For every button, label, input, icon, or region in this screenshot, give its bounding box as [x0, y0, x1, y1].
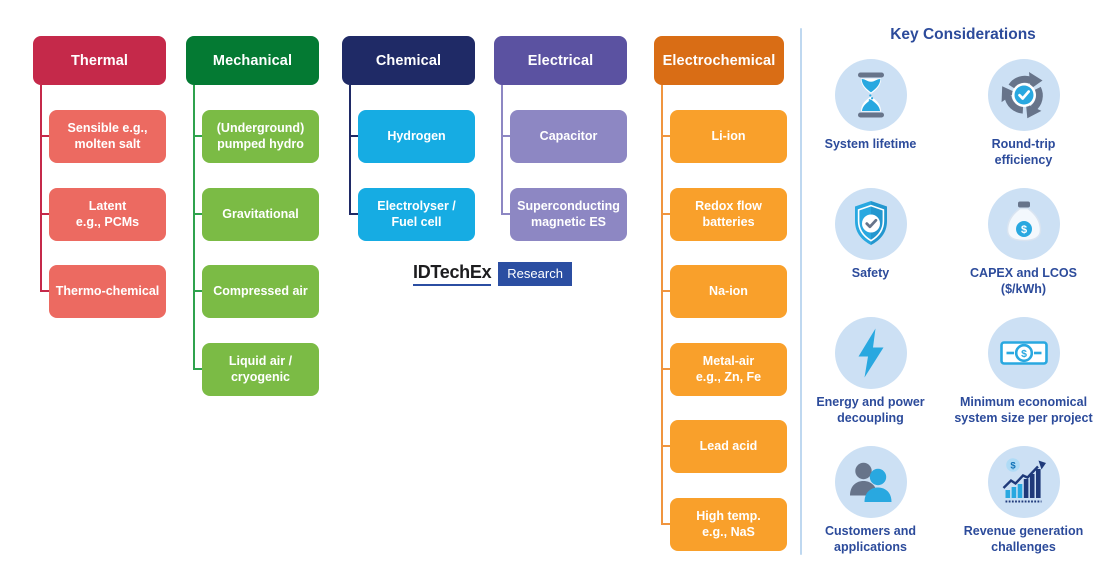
connector-stub [349, 213, 359, 215]
connector-stub [661, 368, 671, 370]
connector-line [501, 85, 503, 215]
consideration-label: CAPEX and LCOS ($/kWh) [970, 266, 1077, 296]
logo-research-badge: Research [498, 262, 572, 286]
subcategory-box: Superconducting magnetic ES [510, 188, 627, 241]
connector-stub [193, 368, 203, 370]
connector-line [193, 85, 195, 370]
consideration-customers-applications: Customers and applications [794, 446, 947, 573]
consideration-label: Customers and applications [825, 524, 916, 554]
banknote-icon: $ [987, 317, 1060, 389]
key-considerations-panel: Key Considerations System lifetime [794, 26, 1100, 573]
subcategory-box: Metal-air e.g., Zn, Fe [670, 343, 787, 396]
subcategory-box: Compressed air [202, 265, 319, 318]
consideration-capex-lcos: $ CAPEX and LCOS ($/kWh) [947, 188, 1100, 315]
category-header-electrochemical: Electrochemical [654, 36, 784, 85]
connector-stub [193, 135, 203, 137]
connector-stub [661, 523, 671, 525]
connector-stub [661, 290, 671, 292]
subcategory-box: Lead acid [670, 420, 787, 473]
connector-stub [501, 213, 511, 215]
connector-stub [349, 135, 359, 137]
svg-text:$: $ [1020, 224, 1026, 236]
consideration-label: Revenue generation challenges [963, 524, 1084, 554]
category-header-thermal: Thermal [33, 36, 166, 85]
connector-stub [193, 213, 203, 215]
category-column-thermal: Thermal Sensible e.g., molten salt Laten… [33, 36, 166, 318]
consideration-minimum-system-size: $ Minimum economical system size per pro… [947, 317, 1100, 444]
category-column-mechanical: Mechanical (Underground) pumped hydro Gr… [186, 36, 319, 396]
subcategory-box: Li-ion [670, 110, 787, 163]
category-header-electrical: Electrical [494, 36, 627, 85]
connector-stub [40, 290, 50, 292]
subcategory-box: Liquid air / cryogenic [202, 343, 319, 396]
shield-check-icon [834, 188, 907, 260]
consideration-system-lifetime: System lifetime [794, 59, 947, 186]
subcategory-box: Capacitor [510, 110, 627, 163]
consideration-label: Safety [851, 266, 890, 280]
category-column-chemical: Chemical Hydrogen Electrolyser / Fuel ce… [342, 36, 475, 241]
category-header-mechanical: Mechanical [186, 36, 319, 85]
subcategory-box: Na-ion [670, 265, 787, 318]
consideration-energy-power-decoupling: Energy and power decoupling [794, 317, 947, 444]
chart-growth-icon: $ [987, 446, 1060, 518]
vertical-divider [800, 28, 802, 555]
connector-stub [193, 290, 203, 292]
key-considerations-title: Key Considerations [890, 26, 1036, 43]
consideration-label: System lifetime [824, 137, 917, 151]
logo-brand-text: IDTechEx [413, 262, 492, 286]
connector-line [40, 85, 42, 292]
connector-stub [661, 213, 671, 215]
idtechex-logo: IDTechEx Research [413, 262, 572, 286]
subcategory-box: Hydrogen [358, 110, 475, 163]
svg-text:$: $ [1010, 461, 1016, 472]
subcategory-box: Redox flow batteries [670, 188, 787, 241]
money-bag-icon: $ [987, 188, 1060, 260]
connector-stub [501, 135, 511, 137]
connector-stub [40, 135, 50, 137]
customers-icon [834, 446, 907, 518]
hourglass-icon [834, 59, 907, 131]
consideration-revenue-generation: $ Revenue generation challenges [947, 446, 1100, 573]
connector-line [349, 85, 351, 215]
consideration-safety: Safety [794, 188, 947, 315]
category-header-chemical: Chemical [342, 36, 475, 85]
connector-stub [661, 135, 671, 137]
lightning-icon [834, 317, 907, 389]
subcategory-box: Thermo-chemical [49, 265, 166, 318]
subcategory-box: Sensible e.g., molten salt [49, 110, 166, 163]
category-column-electrochemical: Electrochemical Li-ion Redox flow batter… [654, 36, 787, 551]
consideration-label: Round-trip efficiency [991, 137, 1056, 167]
consideration-label: Minimum economical system size per proje… [954, 395, 1093, 425]
connector-stub [661, 445, 671, 447]
round-trip-icon [987, 59, 1060, 131]
subcategory-box: High temp. e.g., NaS [670, 498, 787, 551]
subcategory-box: Latent e.g., PCMs [49, 188, 166, 241]
consideration-round-trip-efficiency: Round-trip efficiency [947, 59, 1100, 186]
connector-stub [40, 213, 50, 215]
connector-line [661, 85, 663, 525]
svg-text:$: $ [1021, 348, 1027, 360]
subcategory-box: Electrolyser / Fuel cell [358, 188, 475, 241]
consideration-label: Energy and power decoupling [816, 395, 925, 425]
subcategory-box: Gravitational [202, 188, 319, 241]
key-considerations-grid: System lifetime [794, 59, 1100, 573]
subcategory-box: (Underground) pumped hydro [202, 110, 319, 163]
category-column-electrical: Electrical Capacitor Superconducting mag… [494, 36, 627, 241]
